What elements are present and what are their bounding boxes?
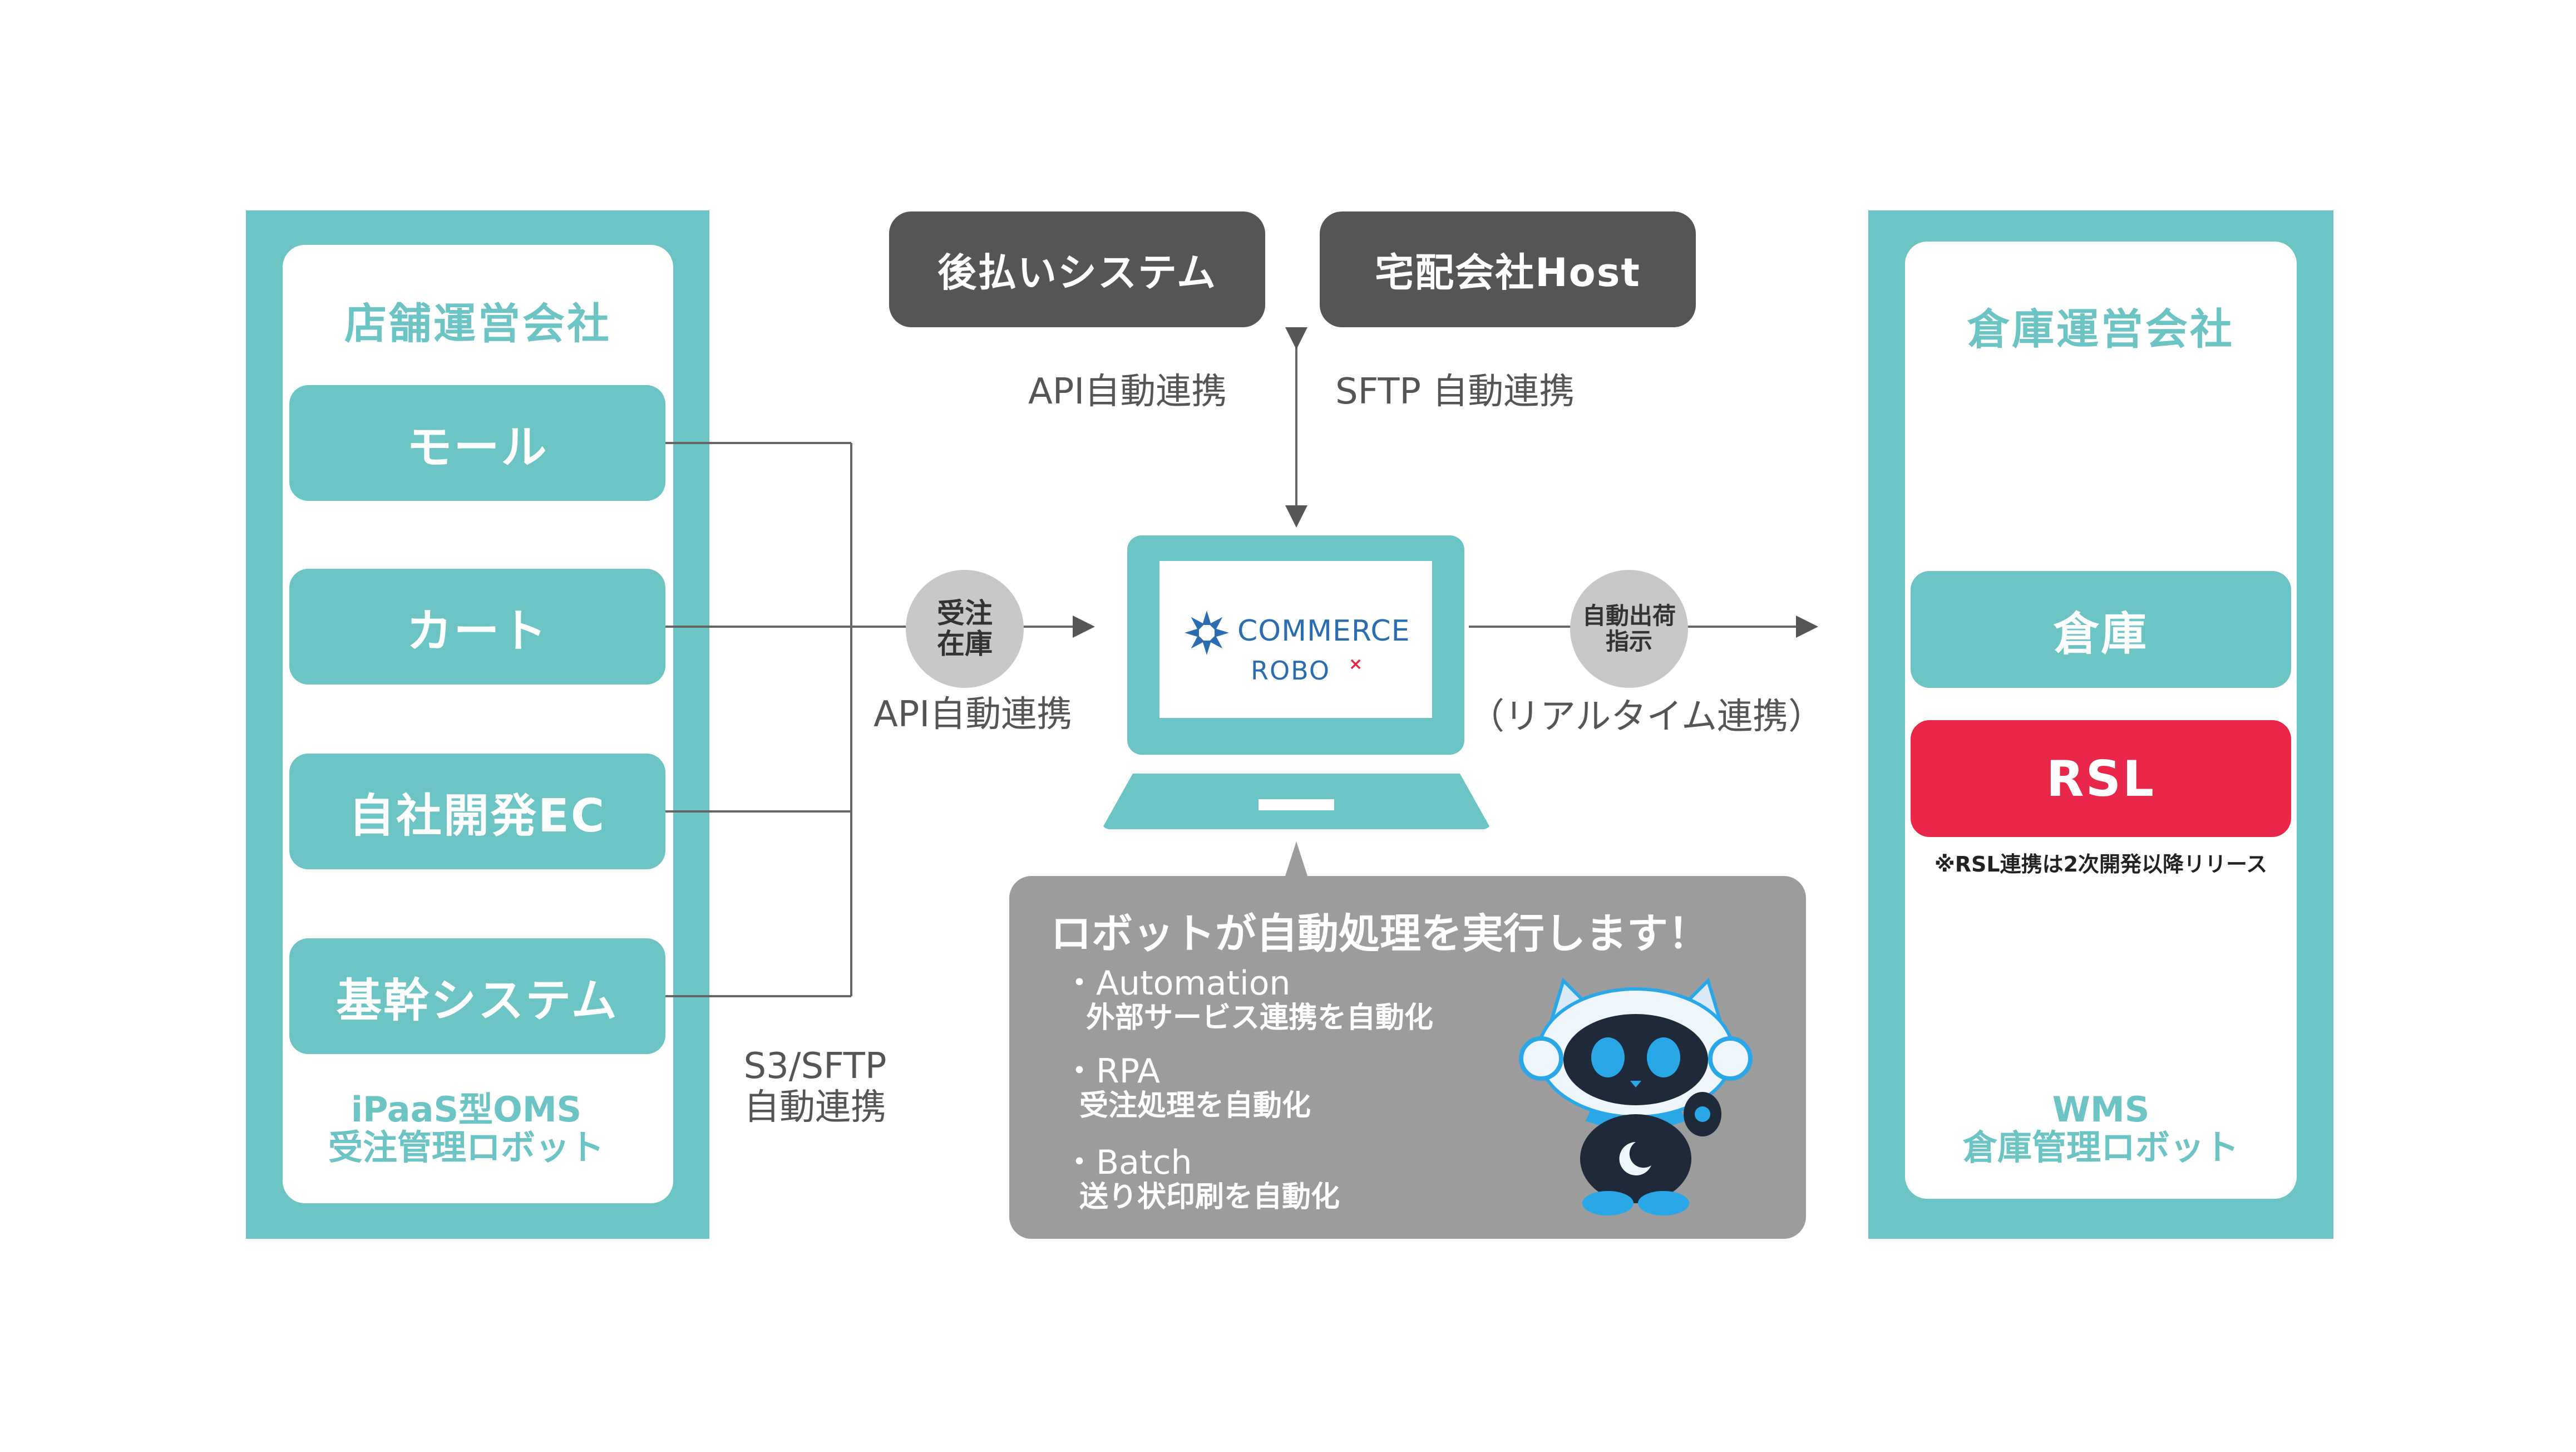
store-operator-title: 店舗運営会社	[344, 299, 611, 348]
auto-shipping-circle: 自動出荷 指示	[1570, 570, 1688, 688]
rpa-item-desc: 受注処理を自動化	[1079, 1089, 1311, 1123]
deferred-payment-box[interactable]: 後払いシステム	[889, 211, 1265, 327]
batch-item-desc: 送り状印刷を自動化	[1079, 1180, 1340, 1214]
warehouse-operator-title: 倉庫運営会社	[1967, 304, 2234, 354]
oms-footer: iPaaS型OMS 受注管理ロボット	[283, 1089, 650, 1168]
core-system-button[interactable]: 基幹システム	[289, 938, 665, 1054]
robot-cat-mascot-icon	[1519, 977, 1753, 1215]
realtime-label: （リアルタイム連携）	[1469, 696, 1824, 737]
robot-box-title: ロボットが自動処理を実行します！	[1050, 910, 1709, 958]
wms-footer-line2: 倉庫管理ロボット	[1962, 1127, 2239, 1168]
logo-line2: ROBO	[1251, 656, 1331, 686]
rpa-item-name: ・RPA	[1063, 1052, 1161, 1091]
order-stock-circle: 受注 在庫	[906, 570, 1024, 688]
oms-footer-line2: 受注管理ロボット	[328, 1127, 604, 1168]
delivery-host-box[interactable]: 宅配会社Host	[1320, 211, 1696, 327]
mall-button[interactable]: モール	[289, 385, 665, 501]
cart-button[interactable]: カート	[289, 569, 665, 685]
warehouse-button[interactable]: 倉庫	[1911, 571, 2291, 688]
wms-footer-line1: WMS	[2052, 1089, 2150, 1130]
api-left-label: API自動連携	[874, 694, 1073, 735]
order-circle-line2: 在庫	[937, 628, 993, 660]
logo-line1: COMMERCE	[1237, 614, 1410, 648]
laptop-trackpad	[1259, 799, 1334, 810]
batch-item-name: ・Batch	[1063, 1143, 1192, 1182]
oms-footer-line1: iPaaS型OMS	[351, 1089, 582, 1130]
robot-pointer-triangle	[1285, 841, 1307, 876]
in-house-ec-button[interactable]: 自社開発EC	[289, 754, 665, 869]
sftp-top-label: SFTP 自動連携	[1335, 371, 1575, 412]
automation-item-desc: 外部サービス連携を自動化	[1086, 1001, 1434, 1035]
commerce-robo-logo-icon	[1185, 611, 1229, 655]
wms-footer: WMS 倉庫管理ロボット	[1905, 1089, 2297, 1168]
laptop-screen	[1159, 561, 1432, 718]
automation-item-name: ・Automation	[1063, 964, 1291, 1003]
rsl-button[interactable]: RSL	[1911, 720, 2291, 837]
ship-circle-line2: 指示	[1605, 628, 1652, 655]
ship-circle-line1: 自動出荷	[1582, 602, 1676, 629]
logo-x-mark-icon: ×	[1349, 654, 1363, 674]
s3-sftp-label: S3/SFTP 自動連携	[723, 1046, 907, 1128]
api-top-label: API自動連携	[1028, 371, 1227, 412]
order-circle-line1: 受注	[937, 597, 993, 629]
s3-line1: S3/SFTP	[743, 1046, 887, 1087]
rsl-note: ※RSL連携は2次開発以降リリース	[1934, 852, 2268, 877]
s3-line2: 自動連携	[744, 1086, 886, 1128]
